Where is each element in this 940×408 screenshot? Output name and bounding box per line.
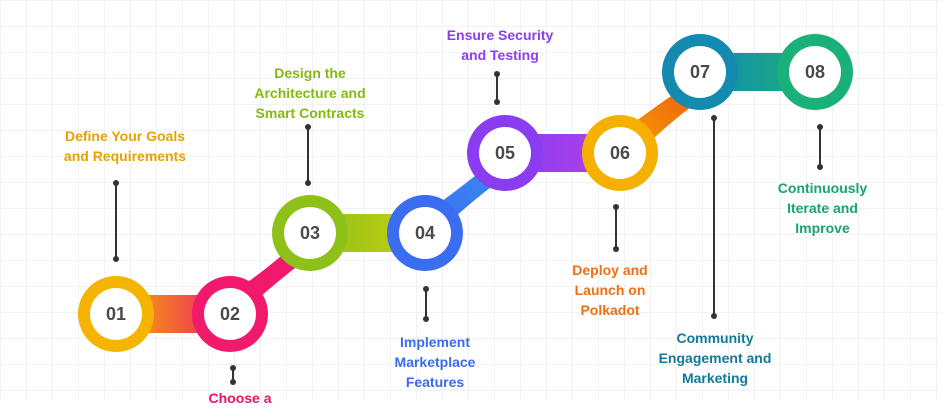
step-number-02: 02	[220, 304, 240, 324]
connector-08	[817, 124, 823, 170]
step-node-05: 05	[467, 115, 543, 191]
step-node-06: 06	[582, 115, 658, 191]
step-number-01: 01	[106, 304, 126, 324]
step-node-07: 07	[662, 34, 738, 110]
connector-02	[230, 365, 236, 385]
step-node-01: 01	[78, 276, 154, 352]
step-label-05: Ensure Security and Testing	[446, 27, 554, 63]
step-number-07: 07	[690, 62, 710, 82]
step-number-03: 03	[300, 223, 320, 243]
connector-01	[113, 180, 119, 262]
step-number-08: 08	[805, 62, 825, 82]
connector-04	[423, 286, 429, 322]
step-label-08: Continuously Iterate and Improve	[777, 180, 868, 236]
step-label-04: Implement Marketplace Features	[394, 334, 476, 390]
step-label-02: Choose a	[208, 390, 272, 406]
step-label-07: Community Engagement and Marketing	[658, 330, 772, 386]
step-node-08: 08	[777, 34, 853, 110]
connector-07	[711, 115, 717, 319]
step-label-01: Define Your Goals and Requirements	[63, 128, 187, 164]
step-number-06: 06	[610, 143, 630, 163]
step-number-05: 05	[495, 143, 515, 163]
connector-05	[494, 71, 500, 105]
step-label-06: Deploy and Launch on Polkadot	[572, 262, 648, 318]
step-label-03: Design the Architecture and Smart Contra…	[254, 65, 366, 121]
connector-03	[305, 124, 311, 186]
step-node-03: 03	[272, 195, 348, 271]
step-number-04: 04	[415, 223, 435, 243]
step-node-04: 04	[387, 195, 463, 271]
connector-06	[613, 204, 619, 252]
step-node-02: 02	[192, 276, 268, 352]
